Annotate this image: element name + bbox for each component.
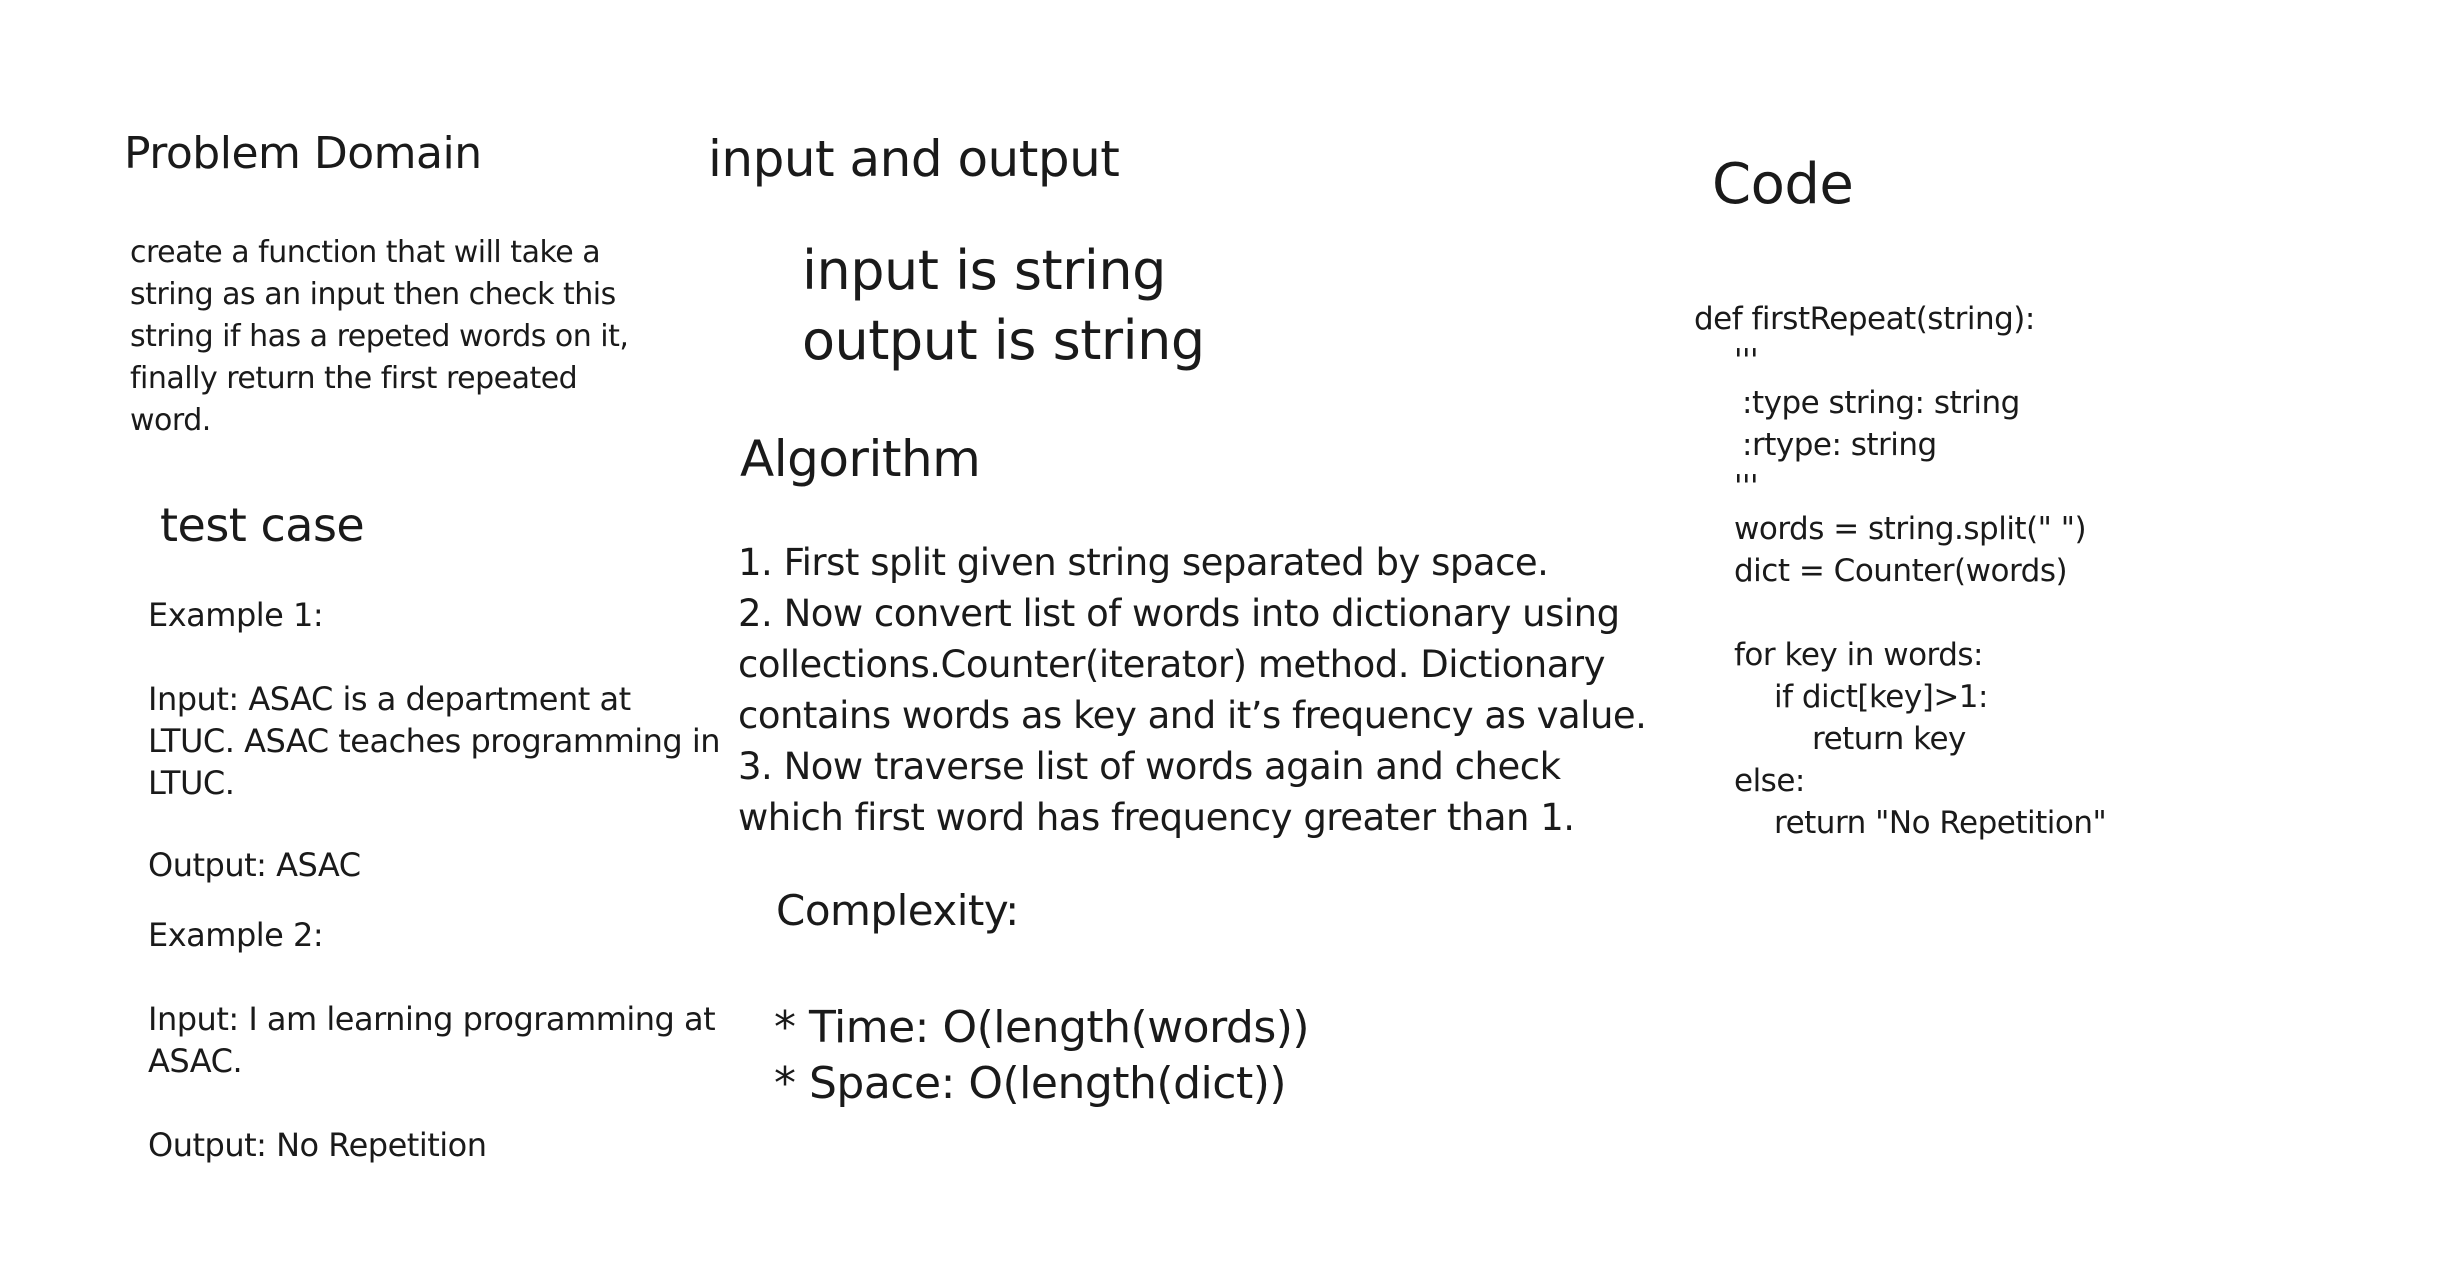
input-type-line: input is string xyxy=(802,239,1166,302)
example-2-input-line: Input: I am learning programming at xyxy=(148,1000,716,1038)
example-2-input: Input: I am learning programming at ASAC… xyxy=(148,998,716,1082)
code-heading: Code xyxy=(1712,152,1854,217)
code-line: return key xyxy=(1812,721,1966,757)
input-output-description: input is string output is string xyxy=(802,236,1205,376)
example-2-title: Example 2: xyxy=(148,916,324,954)
code-line: ''' xyxy=(1734,343,1759,379)
code-line: :type string: string xyxy=(1742,385,2020,421)
problem-domain-line: string as an input then check this xyxy=(130,277,616,312)
algorithm-heading: Algorithm xyxy=(740,430,981,488)
example-2-output: Output: No Repetition xyxy=(148,1126,487,1164)
input-output-heading: input and output xyxy=(708,130,1120,188)
example-1-input-line: LTUC. ASAC teaches programming in xyxy=(148,722,721,760)
code-line: return "No Repetition" xyxy=(1774,805,2107,841)
problem-domain-description: create a function that will take a strin… xyxy=(130,232,629,442)
code-listing: def firstRepeat(string): ''' :type strin… xyxy=(1694,298,2107,844)
test-case-heading: test case xyxy=(160,498,365,552)
algorithm-line: collections.Counter(iterator) method. Di… xyxy=(738,643,1606,686)
time-complexity-line: * Time: O(length(words)) xyxy=(774,1002,1310,1053)
code-line: else: xyxy=(1734,763,1805,799)
example-1-input-line: LTUC. xyxy=(148,764,235,802)
complexity-details: * Time: O(length(words)) * Space: O(leng… xyxy=(774,1000,1310,1112)
example-1-input-line: Input: ASAC is a department at xyxy=(148,680,631,718)
problem-domain-line: finally return the first repeated xyxy=(130,361,578,396)
problem-domain-line: word. xyxy=(130,403,211,438)
example-1-output: Output: ASAC xyxy=(148,846,361,884)
complexity-heading: Complexity: xyxy=(776,886,1019,935)
algorithm-line: contains words as key and it’s frequency… xyxy=(738,694,1647,737)
example-1-input: Input: ASAC is a department at LTUC. ASA… xyxy=(148,678,721,804)
code-line: :rtype: string xyxy=(1742,427,1937,463)
algorithm-line: which first word has frequency greater t… xyxy=(738,796,1575,839)
space-complexity-line: * Space: O(length(dict)) xyxy=(774,1058,1287,1109)
algorithm-line: 1. First split given string separated by… xyxy=(738,541,1549,584)
algorithm-steps: 1. First split given string separated by… xyxy=(738,537,1647,843)
example-2-input-line: ASAC. xyxy=(148,1042,243,1080)
output-type-line: output is string xyxy=(802,309,1205,372)
code-line-blank xyxy=(1694,592,2106,634)
algorithm-line: 2. Now convert list of words into dictio… xyxy=(738,592,1620,635)
code-line: for key in words: xyxy=(1734,637,1984,673)
code-line: if dict[key]>1: xyxy=(1774,679,1988,715)
algorithm-line: 3. Now traverse list of words again and … xyxy=(738,745,1561,788)
problem-domain-heading: Problem Domain xyxy=(124,128,482,179)
example-1-title: Example 1: xyxy=(148,596,324,634)
problem-domain-line: string if has a repeted words on it, xyxy=(130,319,629,354)
problem-domain-line: create a function that will take a xyxy=(130,235,601,270)
code-line: dict = Counter(words) xyxy=(1734,553,2068,589)
code-line: words = string.split(" ") xyxy=(1734,511,2087,547)
code-line: ''' xyxy=(1734,469,1759,505)
code-line: def firstRepeat(string): xyxy=(1694,301,2035,337)
